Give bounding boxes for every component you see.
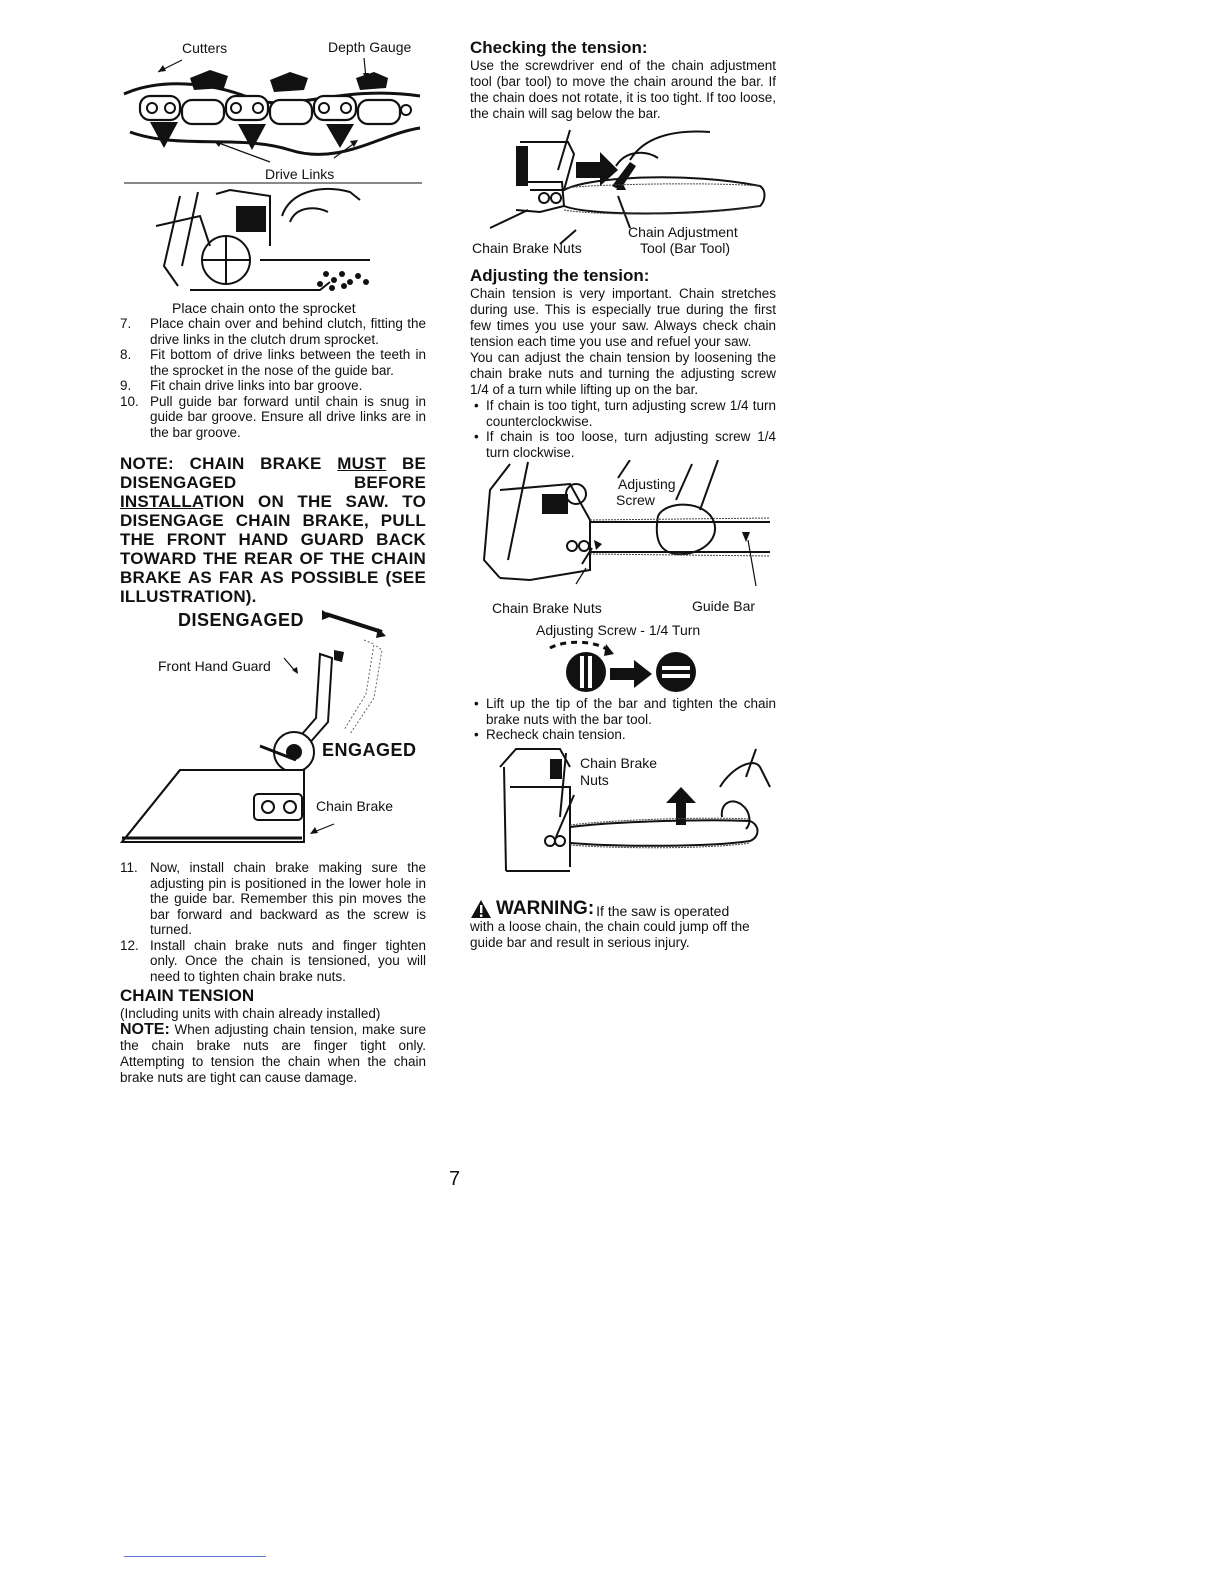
list-item: 7.Place chain over and behind clutch, fi… [120, 316, 426, 347]
adjust-labels-row: Chain Brake Nuts Guide Bar [470, 598, 776, 620]
disengaged-label: DISENGAGED [178, 610, 305, 630]
warning-triangle-icon [471, 899, 491, 918]
list-item: Recheck chain tension. [470, 727, 776, 743]
drive-links-label: Drive Links [265, 166, 335, 182]
page-number: 7 [449, 1168, 461, 1190]
saw-chain-illustration [123, 57, 422, 184]
chain-brake-nuts-label-2: Chain Brake Nuts [492, 600, 602, 616]
chain-brake-illustration [120, 610, 386, 843]
adjusting-heading: Adjusting the tension: [470, 266, 650, 285]
warning-label: WARNING: [496, 897, 595, 919]
quarter-turn-figure [470, 638, 776, 694]
sprocket-figure [120, 186, 426, 302]
turn-caption: Adjusting Screw - 1/4 Turn [536, 622, 701, 638]
saw-sprocket-illustration [155, 188, 370, 291]
nuts-label: Nuts [580, 771, 609, 788]
list-item: 10.Pull guide bar forward until chain is… [120, 393, 426, 440]
lift-bar-figure: Chain Brake Nuts [470, 747, 776, 883]
install-steps-a: 7.Place chain over and behind clutch, fi… [120, 316, 426, 440]
checking-text: Use the screwdriver end of the chain adj… [470, 58, 776, 121]
depth-gauge-label: Depth Gauge [328, 39, 412, 55]
chain-brake-note: NOTE: CHAIN BRAKE MUST BE DISENGAGED BEF… [120, 454, 426, 606]
front-hand-guard-label: Front Hand Guard [158, 658, 271, 674]
footer-rule [124, 1556, 266, 1557]
check-tension-figure: Chain Adjustment Tool (Bar Tool) Chain B… [470, 126, 776, 262]
sprocket-caption: Place chain onto the sprocket [172, 300, 356, 316]
bar-tool-illustration [489, 129, 766, 245]
screw-label: Screw [616, 492, 655, 508]
chain-tension-sub: (Including units with chain already inst… [120, 1006, 381, 1021]
list-item: 8.Fit bottom of drive links between the … [120, 347, 426, 378]
chain-brake-label: Chain Brake [316, 798, 394, 814]
list-item: 11.Now, install chain brake making sure … [120, 860, 426, 937]
cutters-label: Cutters [182, 40, 228, 56]
warning-line: WARNING: If the saw is operated [470, 897, 776, 919]
list-item: Lift up the tip of the bar and tighten t… [470, 696, 776, 727]
adjust-bullets: If chain is too tight, turn adjusting sc… [470, 398, 776, 460]
chain-parts-figure: Cutters Depth Gauge Drive Links [120, 38, 426, 184]
warning-block: WARNING: If the saw is operated with a l… [470, 897, 776, 951]
checking-heading: Checking the tension: [470, 38, 648, 57]
chain-brake-label-2: Chain Brake [580, 754, 658, 771]
list-item: 12.Install chain brake nuts and finger t… [120, 937, 426, 984]
chain-brake-nuts-illustration [499, 747, 771, 872]
chain-tension-note: NOTE: When adjusting chain tension, make… [120, 1021, 426, 1086]
quarter-turn-icon [549, 640, 696, 692]
guide-bar-label: Guide Bar [692, 598, 756, 614]
adjust-screw-figure: Adjusting Screw [470, 460, 776, 600]
install-steps-b: 11.Now, install chain brake making sure … [120, 860, 426, 984]
left-column: Cutters Depth Gauge Drive Links [120, 38, 426, 1086]
list-item: If chain is too tight, turn adjusting sc… [470, 398, 776, 429]
list-item: If chain is too loose, turn adjusting sc… [470, 429, 776, 460]
warning-lead: If the saw is operated [596, 902, 730, 919]
engaged-label: ENGAGED [322, 740, 417, 760]
chain-brake-nuts-label: Chain Brake Nuts [472, 240, 582, 256]
adjusting-p1: Chain tension is very important. Chain s… [470, 286, 776, 349]
lift-bullets: Lift up the tip of the bar and tighten t… [470, 696, 776, 743]
warning-text: with a loose chain, the chain could jump… [470, 918, 750, 950]
bar-tool-label: Tool (Bar Tool) [640, 240, 731, 256]
hand-guard-figure: DISENGAGED Front Hand Guard ENGAGED Chai… [120, 610, 426, 858]
list-item: 9.Fit chain drive links into bar groove. [120, 378, 363, 393]
chain-adjustment-label: Chain Adjustment [628, 224, 738, 240]
adjusting-screw-illustration [482, 460, 771, 587]
right-column: Checking the tension: Use the screwdrive… [470, 38, 776, 951]
adjusting-p2: You can adjust the chain tension by loos… [470, 350, 776, 397]
adjusting-label: Adjusting [618, 476, 676, 492]
chain-tension-heading: CHAIN TENSION [120, 986, 255, 1005]
